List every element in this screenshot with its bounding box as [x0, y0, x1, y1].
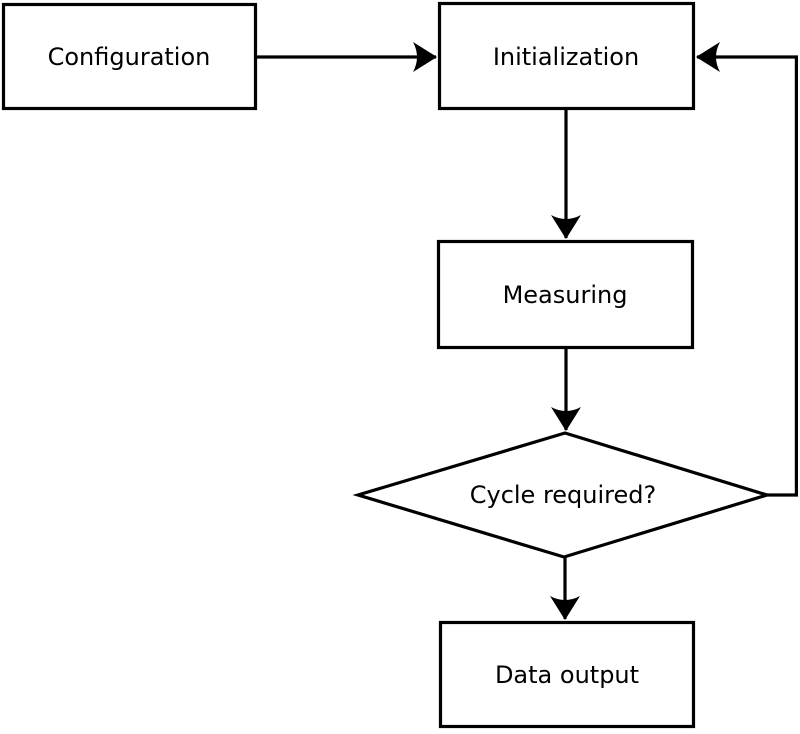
measuring-label: Measuring: [503, 281, 628, 309]
edges: [257, 42, 798, 620]
node-data-output: Data output: [438, 620, 696, 729]
node-measuring: Measuring: [436, 239, 695, 350]
initialization-box: [437, 1, 696, 111]
cycle-required-diamond: [352, 431, 773, 559]
data-output-box: [438, 620, 696, 729]
node-configuration: Configuration: [1, 2, 258, 111]
initialization-label: Initialization: [493, 43, 639, 71]
cycle-required-label: Cycle required?: [470, 481, 657, 509]
edge-cycle-required-loop-to-initialization: [696, 42, 798, 497]
node-initialization: Initialization: [437, 1, 696, 111]
node-cycle-required: Cycle required?: [352, 431, 773, 559]
configuration-label: Configuration: [48, 43, 211, 71]
data-output-label: Data output: [495, 661, 639, 689]
measuring-box: [436, 239, 695, 350]
configuration-box: [1, 2, 258, 111]
